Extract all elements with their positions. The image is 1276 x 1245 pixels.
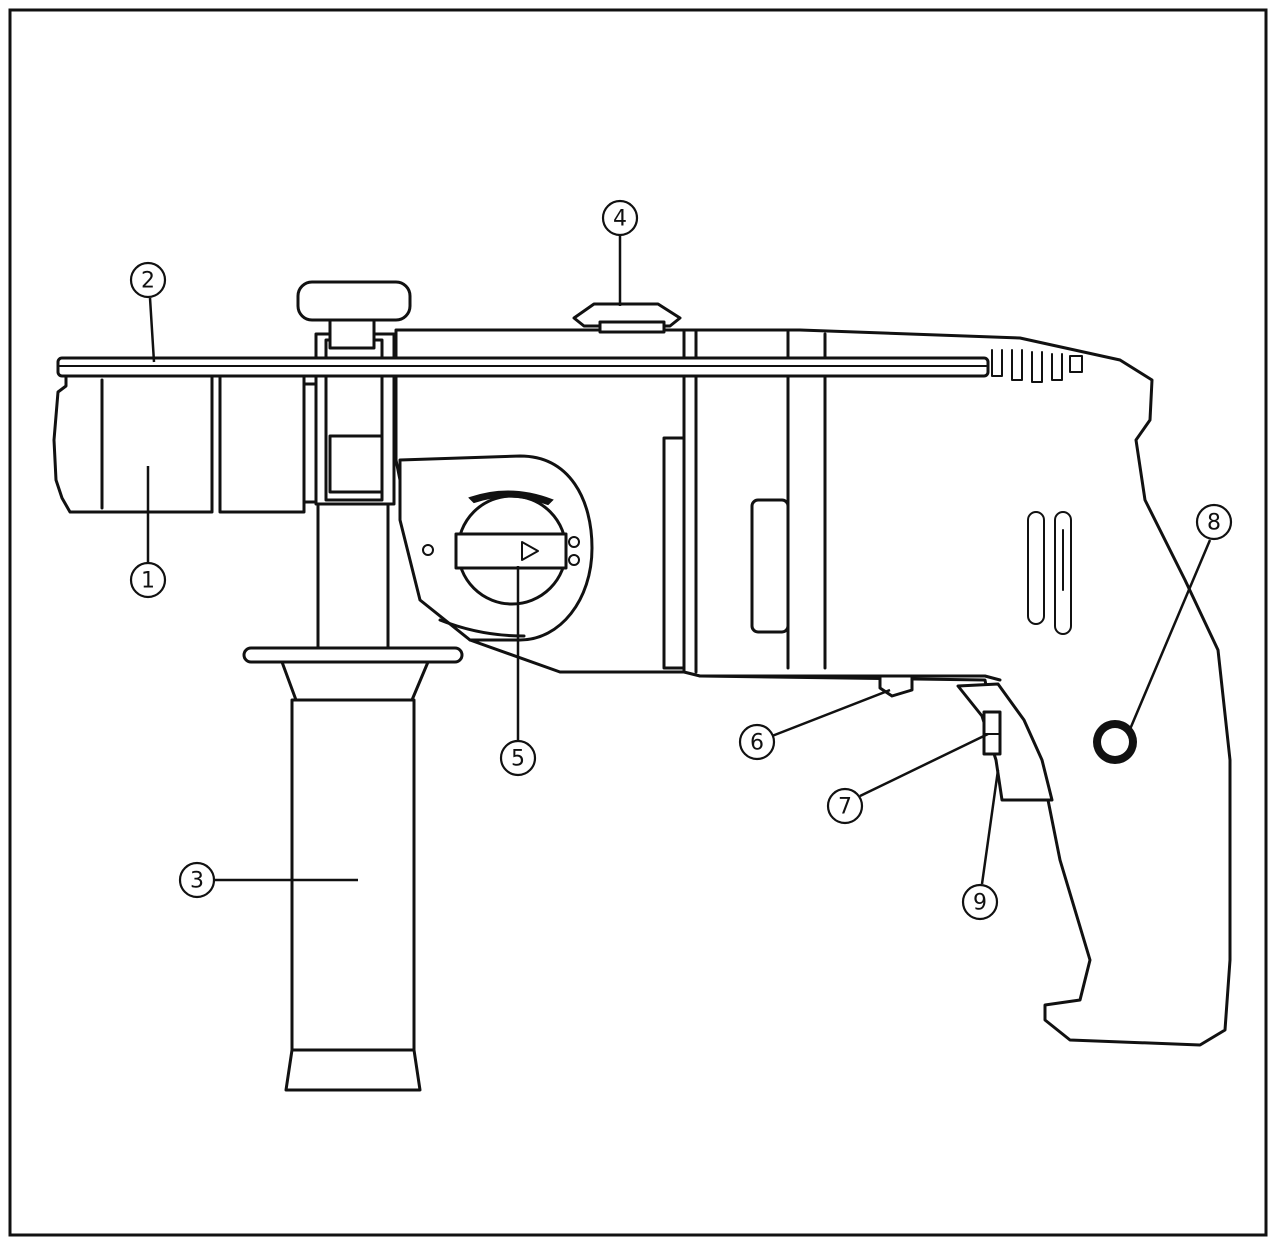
callout-circle-1 — [129, 561, 167, 599]
callout-leader-6 — [771, 688, 891, 738]
mode-selector — [398, 454, 594, 642]
callout-label-2: 2 — [141, 269, 155, 294]
callout-circle-3 — [178, 861, 216, 899]
callout-circle-4 — [601, 199, 639, 237]
depth-gauge — [56, 356, 990, 378]
top-knob — [572, 302, 682, 334]
handle-collar — [296, 280, 412, 506]
callout-circle-5 — [499, 739, 537, 777]
trigger-assembly — [956, 682, 1054, 802]
callout-label-3: 3 — [190, 869, 204, 894]
callout-circle-6 — [738, 723, 776, 761]
callout-leader-9 — [980, 769, 1000, 885]
chuck — [52, 372, 322, 514]
callouts: 1 2 3 4 5 6 7 8 9 — [129, 199, 1233, 921]
callout-label-6: 6 — [750, 731, 764, 756]
callout-label-8: 8 — [1207, 511, 1221, 536]
callout-leader-2 — [148, 297, 156, 363]
callout-label-9: 9 — [973, 891, 987, 916]
callout-circle-8 — [1195, 503, 1233, 541]
callout-label-5: 5 — [511, 747, 525, 772]
callout-label-4: 4 — [613, 207, 627, 232]
callout-circle-9 — [961, 883, 999, 921]
callout-label-1: 1 — [141, 569, 155, 594]
direction-switch — [1093, 720, 1137, 764]
callout-label-7: 7 — [838, 795, 852, 820]
callout-leader-8 — [1126, 539, 1212, 735]
callout-leader-7 — [859, 732, 989, 798]
callout-circle-2 — [129, 261, 167, 299]
callout-circle-7 — [826, 787, 864, 825]
